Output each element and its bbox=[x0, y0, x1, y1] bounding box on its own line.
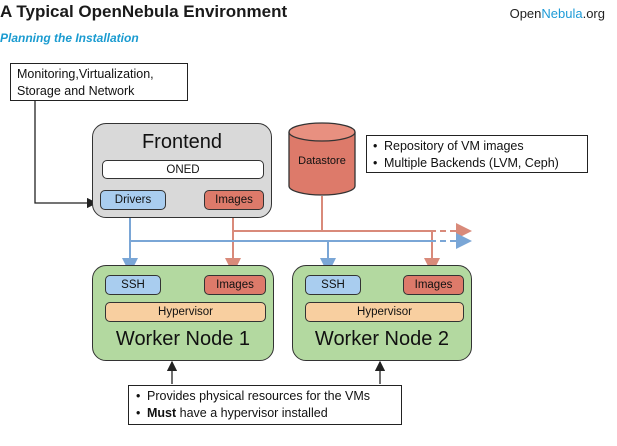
datastore-note-item-2: Multiple Backends (LVM, Ceph) bbox=[372, 155, 582, 172]
worker-node-1: SSH Images Hypervisor Worker Node 1 bbox=[92, 265, 274, 361]
frontend-title: Frontend bbox=[141, 131, 223, 153]
requirements-item-2: Must have a hypervisor installed bbox=[135, 405, 395, 422]
datastore-note-item-1: Repository of VM images bbox=[372, 138, 582, 155]
oned-box: ONED bbox=[102, 160, 264, 179]
page-title: A Typical OpenNebula Environment bbox=[0, 2, 288, 21]
monitoring-note-line1: Monitoring,Virtualization, bbox=[17, 67, 154, 81]
requirements-item-1: Provides physical resources for the VMs bbox=[135, 388, 395, 405]
worker2-ssh-box: SSH bbox=[305, 275, 361, 295]
monitoring-note-line2: Storage and Network bbox=[17, 84, 135, 98]
worker2-images-box: Images bbox=[403, 275, 464, 295]
opennebula-logo: OpenNebula.org bbox=[509, 6, 605, 21]
datastore-cylinder bbox=[288, 122, 356, 196]
worker1-title: Worker Node 1 bbox=[115, 328, 251, 350]
frontend-node: Frontend ONED Drivers Images bbox=[92, 123, 272, 218]
datastore-label: Datastore bbox=[298, 155, 346, 167]
worker2-title: Worker Node 2 bbox=[314, 328, 450, 350]
worker2-hypervisor-box: Hypervisor bbox=[305, 302, 464, 322]
worker-requirements-note: Provides physical resources for the VMs … bbox=[128, 385, 402, 425]
worker1-images-box: Images bbox=[204, 275, 266, 295]
page-subtitle: Planning the Installation bbox=[0, 31, 139, 45]
monitoring-arrow bbox=[34, 101, 98, 209]
datastore-note: Repository of VM images Multiple Backend… bbox=[366, 135, 588, 173]
drivers-box: Drivers bbox=[100, 190, 166, 210]
worker-node-2: SSH Images Hypervisor Worker Node 2 bbox=[292, 265, 472, 361]
worker1-ssh-box: SSH bbox=[105, 275, 161, 295]
monitoring-note: Monitoring,Virtualization, Storage and N… bbox=[10, 63, 188, 101]
worker1-hypervisor-box: Hypervisor bbox=[105, 302, 266, 322]
frontend-images-box: Images bbox=[204, 190, 264, 210]
